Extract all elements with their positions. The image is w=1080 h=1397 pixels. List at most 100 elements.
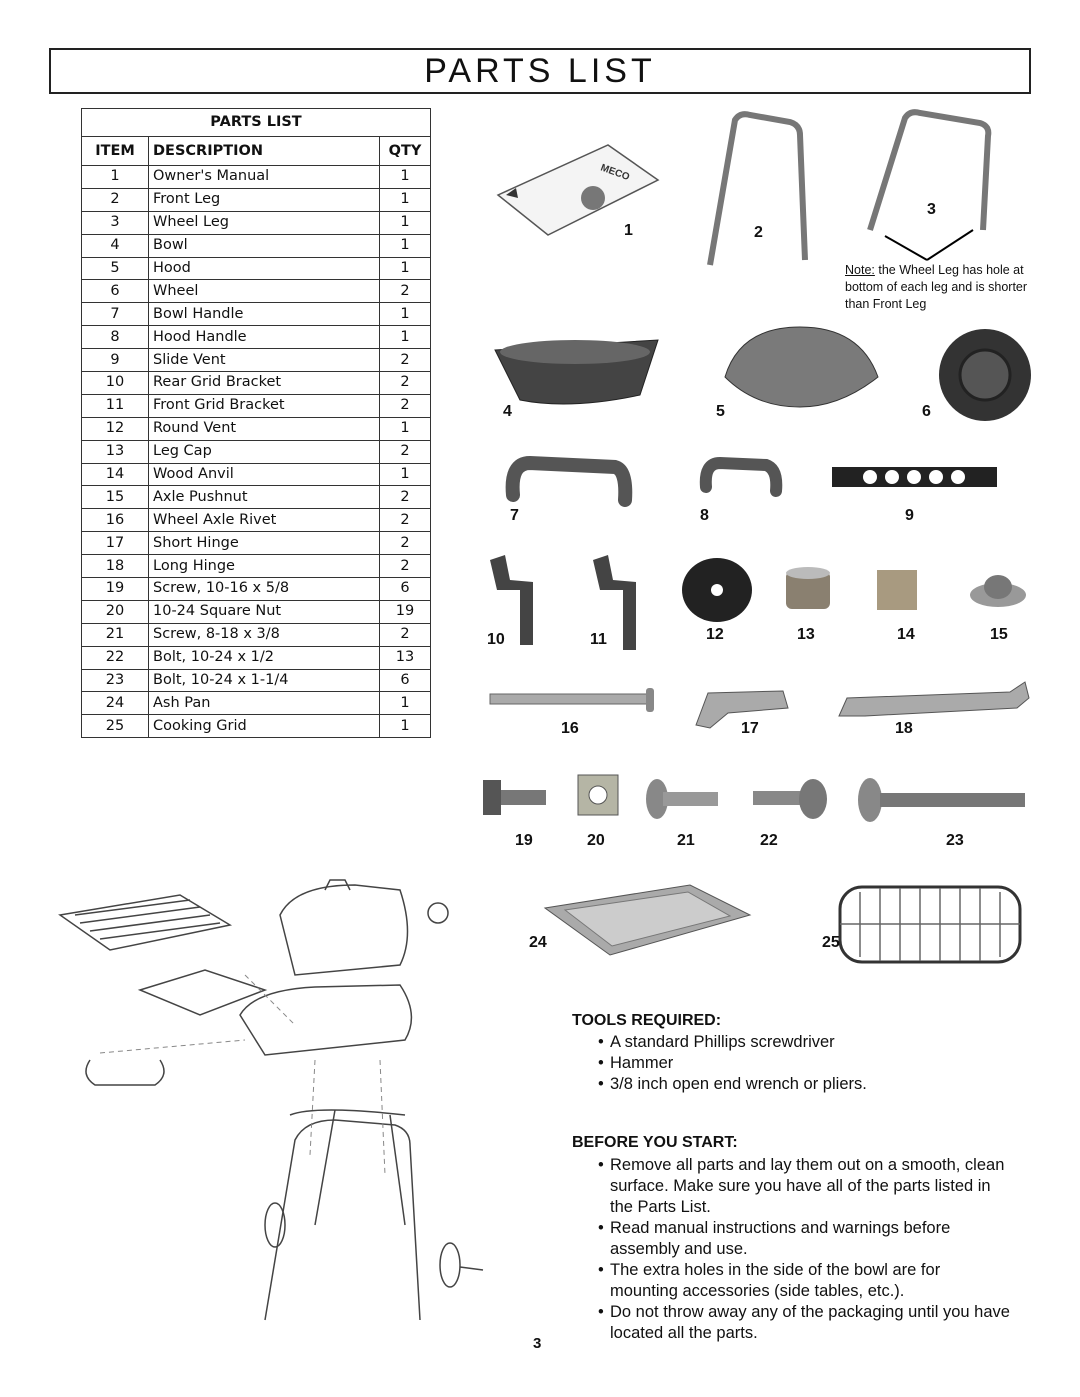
qty-cell: 1	[379, 302, 431, 327]
qty-cell: 2	[379, 531, 431, 556]
item-cell: 20	[81, 599, 149, 624]
description-cell: Hood	[148, 256, 380, 281]
description-cell: Owner's Manual	[148, 165, 380, 189]
cooking-grid-illustration	[838, 885, 1022, 964]
page-title: PARTS LIST	[49, 48, 1031, 94]
arrow-right-icon	[926, 229, 974, 261]
item-cell: 9	[81, 348, 149, 373]
wheel-leg-illustration	[867, 109, 992, 261]
qty-cell: 2	[379, 485, 431, 510]
description-cell: Screw, 8-18 x 3/8	[148, 622, 380, 647]
part-label-1: 1	[624, 222, 633, 239]
item-cell: 4	[81, 233, 149, 258]
part-label-18: 18	[895, 720, 913, 737]
owners-manual-illustration: MECO	[496, 144, 660, 236]
qty-cell: 2	[379, 554, 431, 579]
description-cell: Front Leg	[148, 187, 380, 212]
note-prefix: Note:	[845, 263, 875, 277]
list-item: A standard Phillips screwdriver	[574, 1032, 1034, 1053]
screw-10-16-illustration	[483, 780, 546, 815]
bowl-illustration	[494, 339, 659, 405]
part-label-24: 24	[529, 934, 547, 951]
qty-cell: 6	[379, 577, 431, 601]
qty-cell: 1	[379, 416, 431, 441]
part-label-9: 9	[905, 507, 914, 524]
description-cell: Bowl	[148, 233, 380, 258]
description-cell: 10-24 Square Nut	[148, 599, 380, 624]
qty-cell: 1	[379, 462, 431, 487]
part-label-10: 10	[487, 631, 505, 648]
item-cell: 7	[81, 302, 149, 327]
item-cell: 8	[81, 325, 149, 350]
qty-cell: 2	[379, 393, 431, 418]
part-label-4: 4	[503, 403, 512, 420]
front-leg-illustration	[707, 111, 808, 266]
part-label-6: 6	[922, 403, 931, 420]
item-cell: 2	[81, 187, 149, 212]
description-cell: Wheel Leg	[148, 210, 380, 235]
hood-illustration	[724, 326, 879, 408]
long-hinge-illustration	[838, 681, 1030, 717]
part-label-8: 8	[700, 507, 709, 524]
qty-cell: 1	[379, 165, 431, 189]
qty-cell: 1	[379, 233, 431, 258]
part-label-3: 3	[927, 201, 936, 218]
bowl-handle-illustration	[505, 455, 633, 507]
part-label-7: 7	[510, 507, 519, 524]
note-text: the Wheel Leg has hole at bottom of each…	[845, 263, 1028, 311]
part-label-14: 14	[897, 626, 915, 643]
qty-cell: 1	[379, 325, 431, 350]
bolt-10-24-half-illustration	[753, 779, 827, 819]
description-cell: Wood Anvil	[148, 462, 380, 487]
description-cell: Screw, 10-16 x 5/8	[148, 577, 380, 601]
short-hinge-illustration	[695, 690, 789, 729]
item-cell: 3	[81, 210, 149, 235]
page-number: 3	[533, 1335, 542, 1352]
part-label-15: 15	[990, 626, 1008, 643]
qty-cell: 1	[379, 210, 431, 235]
list-item: Hammer	[574, 1053, 1034, 1074]
part-label-17: 17	[741, 720, 759, 737]
wheel-axle-rivet-illustration	[489, 688, 654, 712]
tools-heading: TOOLS REQUIRED:	[572, 1012, 722, 1029]
item-cell: 17	[81, 531, 149, 556]
rear-grid-bracket-illustration	[490, 555, 533, 645]
part-label-11: 11	[590, 631, 607, 648]
before-heading: BEFORE YOU START:	[572, 1134, 738, 1151]
description-cell: Ash Pan	[148, 691, 380, 716]
bolt-10-24-long-illustration	[858, 778, 1025, 822]
tools-list: A standard Phillips screwdriver Hammer 3…	[574, 1032, 1034, 1095]
before-list: Remove all parts and lay them out on a s…	[574, 1155, 1012, 1344]
qty-cell: 2	[379, 508, 431, 533]
qty-cell: 19	[379, 599, 431, 624]
part-label-22: 22	[760, 832, 778, 849]
description-cell: Wheel	[148, 279, 380, 304]
arrow-left-icon	[884, 235, 928, 261]
ash-pan-illustration	[543, 884, 752, 956]
item-cell: 13	[81, 439, 149, 464]
item-cell: 15	[81, 485, 149, 510]
description-cell: Front Grid Bracket	[148, 393, 380, 418]
part-label-25: 25	[822, 934, 840, 951]
item-cell: 1	[81, 165, 149, 189]
description-cell: Bolt, 10-24 x 1/2	[148, 645, 380, 670]
exploded-assembly-diagram	[58, 879, 484, 1321]
